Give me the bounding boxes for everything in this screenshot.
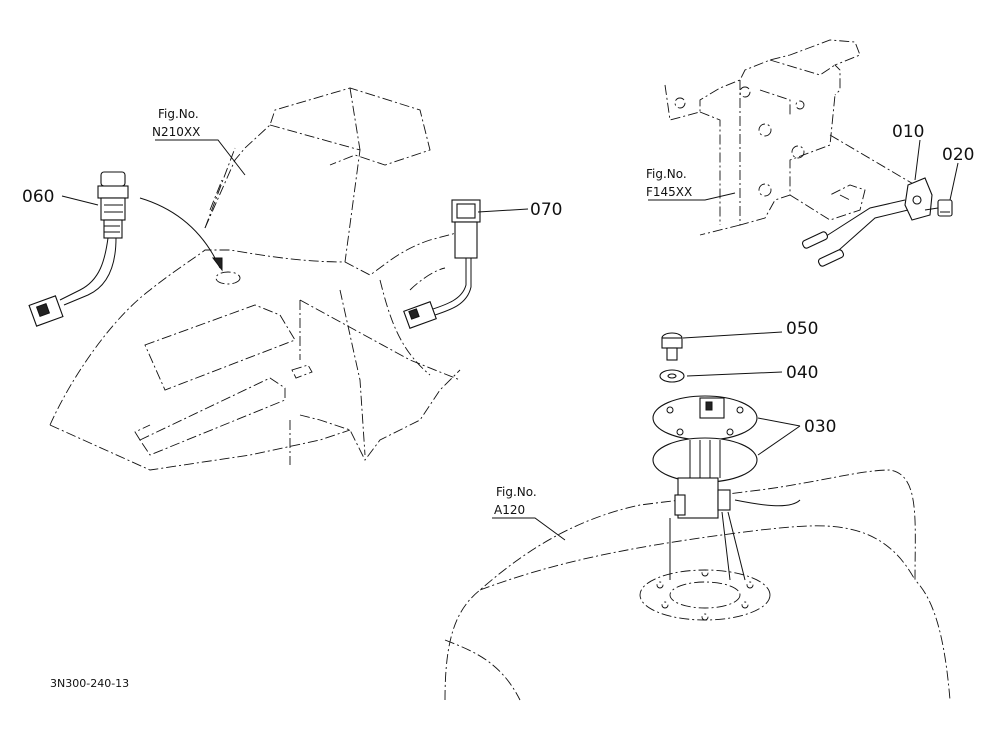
install-arrow-060 bbox=[139, 197, 221, 269]
part-050-screw bbox=[661, 332, 683, 361]
callout-020: 020 bbox=[942, 145, 974, 165]
part-060-switch bbox=[28, 171, 129, 327]
figure-ref-dashboard: Fig.No. N210XX bbox=[152, 107, 200, 139]
drawing-code: 3N300-240-13 bbox=[50, 677, 129, 690]
figure-ref-label: Fig.No. bbox=[646, 167, 687, 181]
figure-ref-number: A120 bbox=[494, 503, 525, 517]
tank-outline bbox=[444, 469, 951, 701]
callout-030: 030 bbox=[804, 417, 836, 437]
figure-ref-label: Fig.No. bbox=[158, 107, 199, 121]
callout-050: 050 bbox=[786, 319, 818, 339]
callout-040: 040 bbox=[786, 363, 818, 383]
callout-070: 070 bbox=[530, 200, 562, 220]
figure-ref-number: F145XX bbox=[646, 185, 692, 199]
callout-010: 010 bbox=[892, 122, 924, 142]
figure-ref-number: N210XX bbox=[152, 125, 200, 139]
bracket-outline bbox=[664, 39, 916, 236]
figure-ref-tank: Fig.No. A120 bbox=[494, 485, 537, 517]
dashboard-outline bbox=[49, 87, 461, 471]
leader-lines bbox=[61, 139, 959, 541]
part-070-switch bbox=[403, 199, 481, 329]
arrowhead-icon bbox=[212, 257, 223, 272]
part-010-sensor bbox=[801, 177, 933, 267]
figure-ref-bracket: Fig.No. F145XX bbox=[646, 167, 692, 199]
part-040-washer bbox=[659, 369, 685, 383]
figure-ref-label: Fig.No. bbox=[496, 485, 537, 499]
part-020-bolt bbox=[924, 199, 953, 217]
callout-060: 060 bbox=[22, 187, 54, 207]
part-030-sender bbox=[652, 395, 801, 581]
